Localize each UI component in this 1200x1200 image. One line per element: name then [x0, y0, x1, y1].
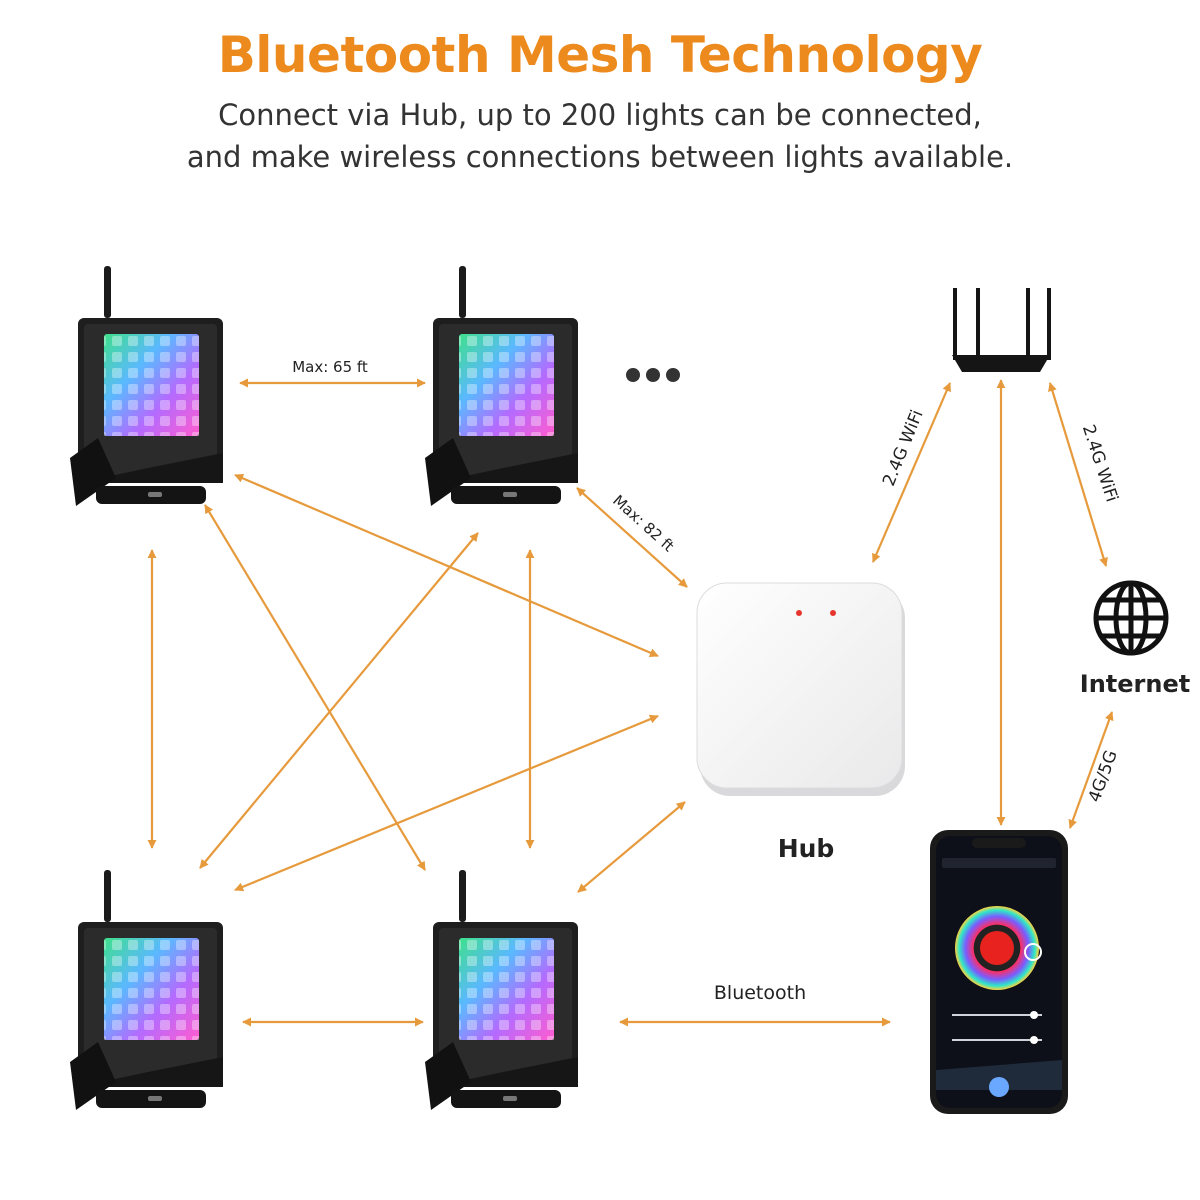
- label-internet: Internet: [1080, 670, 1190, 698]
- arrow-light2-hub: [576, 487, 688, 588]
- arrow-light2-light3: [199, 532, 479, 869]
- label-max-65ft: Max: 65 ft: [292, 358, 368, 376]
- connection-arrows: [147, 378, 1114, 1027]
- label-4g5g: 4G/5G: [1085, 748, 1122, 805]
- floodlight-icon: [70, 266, 223, 506]
- arrow-light3-hub: [234, 714, 659, 892]
- label-max-82ft: Max: 82 ft: [609, 491, 677, 555]
- floodlight-icon: [425, 870, 578, 1110]
- arrow-hub-router: [871, 382, 952, 563]
- globe-icon: [1093, 580, 1169, 656]
- arrow-light1-hub: [234, 473, 659, 658]
- page-subtitle: Connect via Hub, up to 200 lights can be…: [0, 94, 1200, 178]
- arrow-phone-internet: [1068, 711, 1114, 829]
- arrow-light4-hub: [577, 801, 686, 893]
- floodlight-icon: [425, 266, 578, 506]
- hub-device-icon: [696, 582, 905, 796]
- label-hub: Hub: [778, 834, 835, 863]
- subtitle-line-1: Connect via Hub, up to 200 lights can be…: [218, 98, 982, 132]
- label-wifi-left: 2.4G WiFi: [879, 407, 928, 489]
- arrow-router-internet: [1048, 382, 1108, 567]
- page-title: Bluetooth Mesh Technology: [217, 26, 983, 84]
- floodlight-icon: [70, 870, 223, 1110]
- wifi-router-icon: [952, 288, 1051, 372]
- arrow-light1-light4: [204, 504, 426, 871]
- smartphone-icon: [930, 830, 1068, 1114]
- ellipsis-icon: [626, 368, 680, 382]
- subtitle-line-2: and make wireless connections between li…: [186, 140, 1014, 174]
- label-bluetooth: Bluetooth: [714, 982, 806, 1004]
